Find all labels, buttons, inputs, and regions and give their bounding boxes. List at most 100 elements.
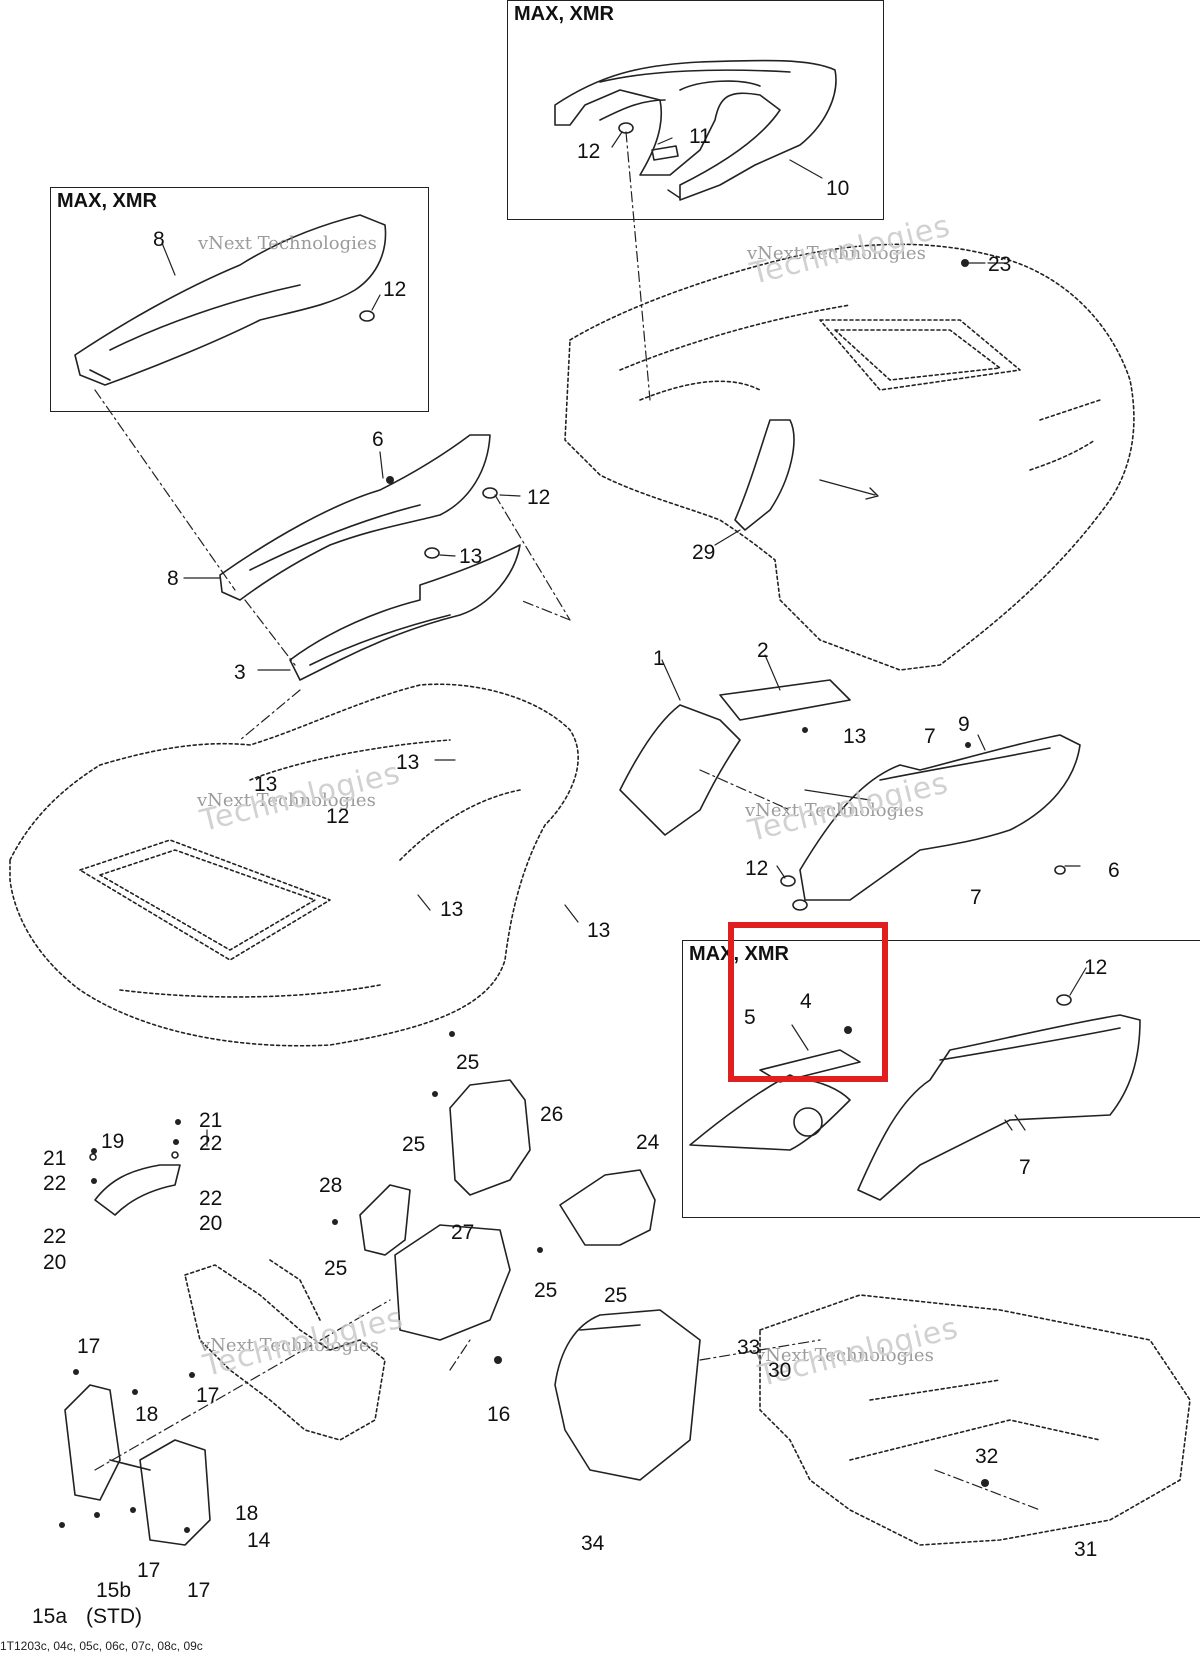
part-front-fender [9, 683, 579, 1047]
part-7-side-panel-max [857, 994, 1141, 1201]
callout-label: 7 [970, 886, 982, 909]
part-11-label [651, 145, 679, 161]
callout-label: 5 [744, 1006, 756, 1029]
callout-label: 11 [689, 125, 711, 148]
watermark: vNext Technologies Technologies [745, 765, 953, 849]
callout-label: 12 [745, 857, 769, 880]
part-frame-left [184, 1259, 386, 1441]
callout-label: 28 [319, 1174, 343, 1197]
callout-label: 14 [247, 1529, 271, 1552]
callout-label: 22 [43, 1225, 67, 1248]
callout-label: 25 [604, 1284, 628, 1307]
callout-label: 34 [581, 1532, 605, 1555]
callout-label: 26 [540, 1103, 564, 1126]
part-1-side-panel [619, 679, 851, 836]
callout-label: 17 [137, 1559, 161, 1582]
callout-label: 12 [326, 805, 350, 828]
part-14-bumper [64, 1384, 211, 1546]
callout-leaders [161, 131, 1087, 1147]
highlight-box [728, 922, 888, 1082]
callout-label: 25 [402, 1133, 426, 1156]
callout-label: 29 [692, 541, 716, 564]
part-19-bracket [89, 1151, 181, 1216]
callout-label: 12 [527, 486, 551, 509]
callout-label: 18 [135, 1403, 159, 1426]
inset-title: MAX, XMR [514, 3, 614, 25]
watermark: vNext Technologies [198, 233, 377, 254]
callout-label: 22 [43, 1172, 67, 1195]
callout-label: 20 [43, 1251, 67, 1274]
inset-frame-right: MAX, XMR [682, 940, 1200, 1218]
callout-label: 15a [32, 1605, 68, 1628]
callout-label: 17 [187, 1579, 211, 1602]
callout-label: 25 [456, 1051, 480, 1074]
part-34-airbox [554, 1309, 701, 1481]
callout-label: 13 [587, 919, 611, 942]
part-10-rear-cover [554, 59, 837, 201]
callout-label: 13 [254, 773, 278, 796]
part-28-bracket [359, 1184, 411, 1256]
part-27-guard [394, 1224, 511, 1341]
part-8-duct-lower [219, 434, 498, 601]
callout-label: 3 [234, 661, 246, 684]
callout-label: 8 [167, 567, 179, 590]
callout-label: 21 [43, 1147, 67, 1170]
callout-label: 10 [826, 177, 850, 200]
inset-frame-left: MAX, XMR [50, 187, 429, 412]
callout-label: 27 [451, 1221, 475, 1244]
callout-label: 9 [958, 713, 970, 736]
callout-label: 32 [975, 1445, 999, 1468]
part-29-trim [734, 419, 795, 531]
callout-label: 17 [196, 1384, 220, 1407]
part-24-guard [559, 1169, 656, 1246]
part-8-duct-upper [74, 214, 387, 386]
callout-label: 13 [396, 751, 420, 774]
callout-label: 16 [487, 1403, 511, 1426]
callout-label: 7 [1019, 1156, 1031, 1179]
callout-label: 18 [235, 1502, 259, 1525]
hardware-dots [59, 259, 989, 1533]
callout-label: 25 [534, 1279, 558, 1302]
part-3-cover [289, 544, 521, 681]
callout-label: 22 [199, 1187, 223, 1210]
inset-title: MAX, XMR [689, 943, 789, 965]
callout-label: 19 [101, 1130, 125, 1153]
part-frame-right [759, 1294, 1191, 1546]
callout-label: 24 [636, 1131, 660, 1154]
callout-label: 8 [153, 228, 165, 251]
callout-label: 22 [199, 1132, 223, 1155]
callout-label: 25 [324, 1257, 348, 1280]
part-7-side-panel [780, 734, 1081, 911]
callout-label: 23 [988, 253, 1012, 276]
watermark: vNext Technologies Technologies [197, 755, 405, 839]
callout-label: 13 [459, 545, 483, 568]
callout-label: 12 [577, 140, 601, 163]
inset-frame-top: MAX, XMR [507, 0, 884, 220]
callout-label: 2 [757, 639, 769, 662]
callout-label: 4 [800, 990, 812, 1013]
illustration-code: 1T1203c, 04c, 05c, 06c, 07c, 08c, 09c [0, 1639, 203, 1653]
callout-label: 1 [653, 647, 665, 670]
inset-title: MAX, XMR [57, 190, 157, 212]
arrows [667, 189, 879, 500]
callout-label: 13 [440, 898, 464, 921]
callout-label: 30 [768, 1359, 792, 1382]
callout-label: 6 [372, 428, 384, 451]
callout-label: 17 [77, 1335, 101, 1358]
watermark: vNext Technologies Technologies [747, 208, 955, 292]
callout-label: 33 [737, 1336, 761, 1359]
callout-label: 31 [1074, 1538, 1098, 1561]
callout-label: 7 [924, 725, 936, 748]
leader-lines [94, 131, 1041, 1511]
callout-label: 12 [1084, 956, 1108, 979]
callout-label: 15b [96, 1579, 132, 1602]
callout-label: 20 [199, 1212, 223, 1235]
callout-label: 12 [383, 278, 407, 301]
callout-label: (STD) [86, 1605, 142, 1628]
watermark: vNext Technologies Technologies [755, 1310, 963, 1394]
callout-label: 13 [843, 725, 867, 748]
part-rear-fender [564, 243, 1135, 671]
callout-label: 21 [199, 1109, 223, 1132]
